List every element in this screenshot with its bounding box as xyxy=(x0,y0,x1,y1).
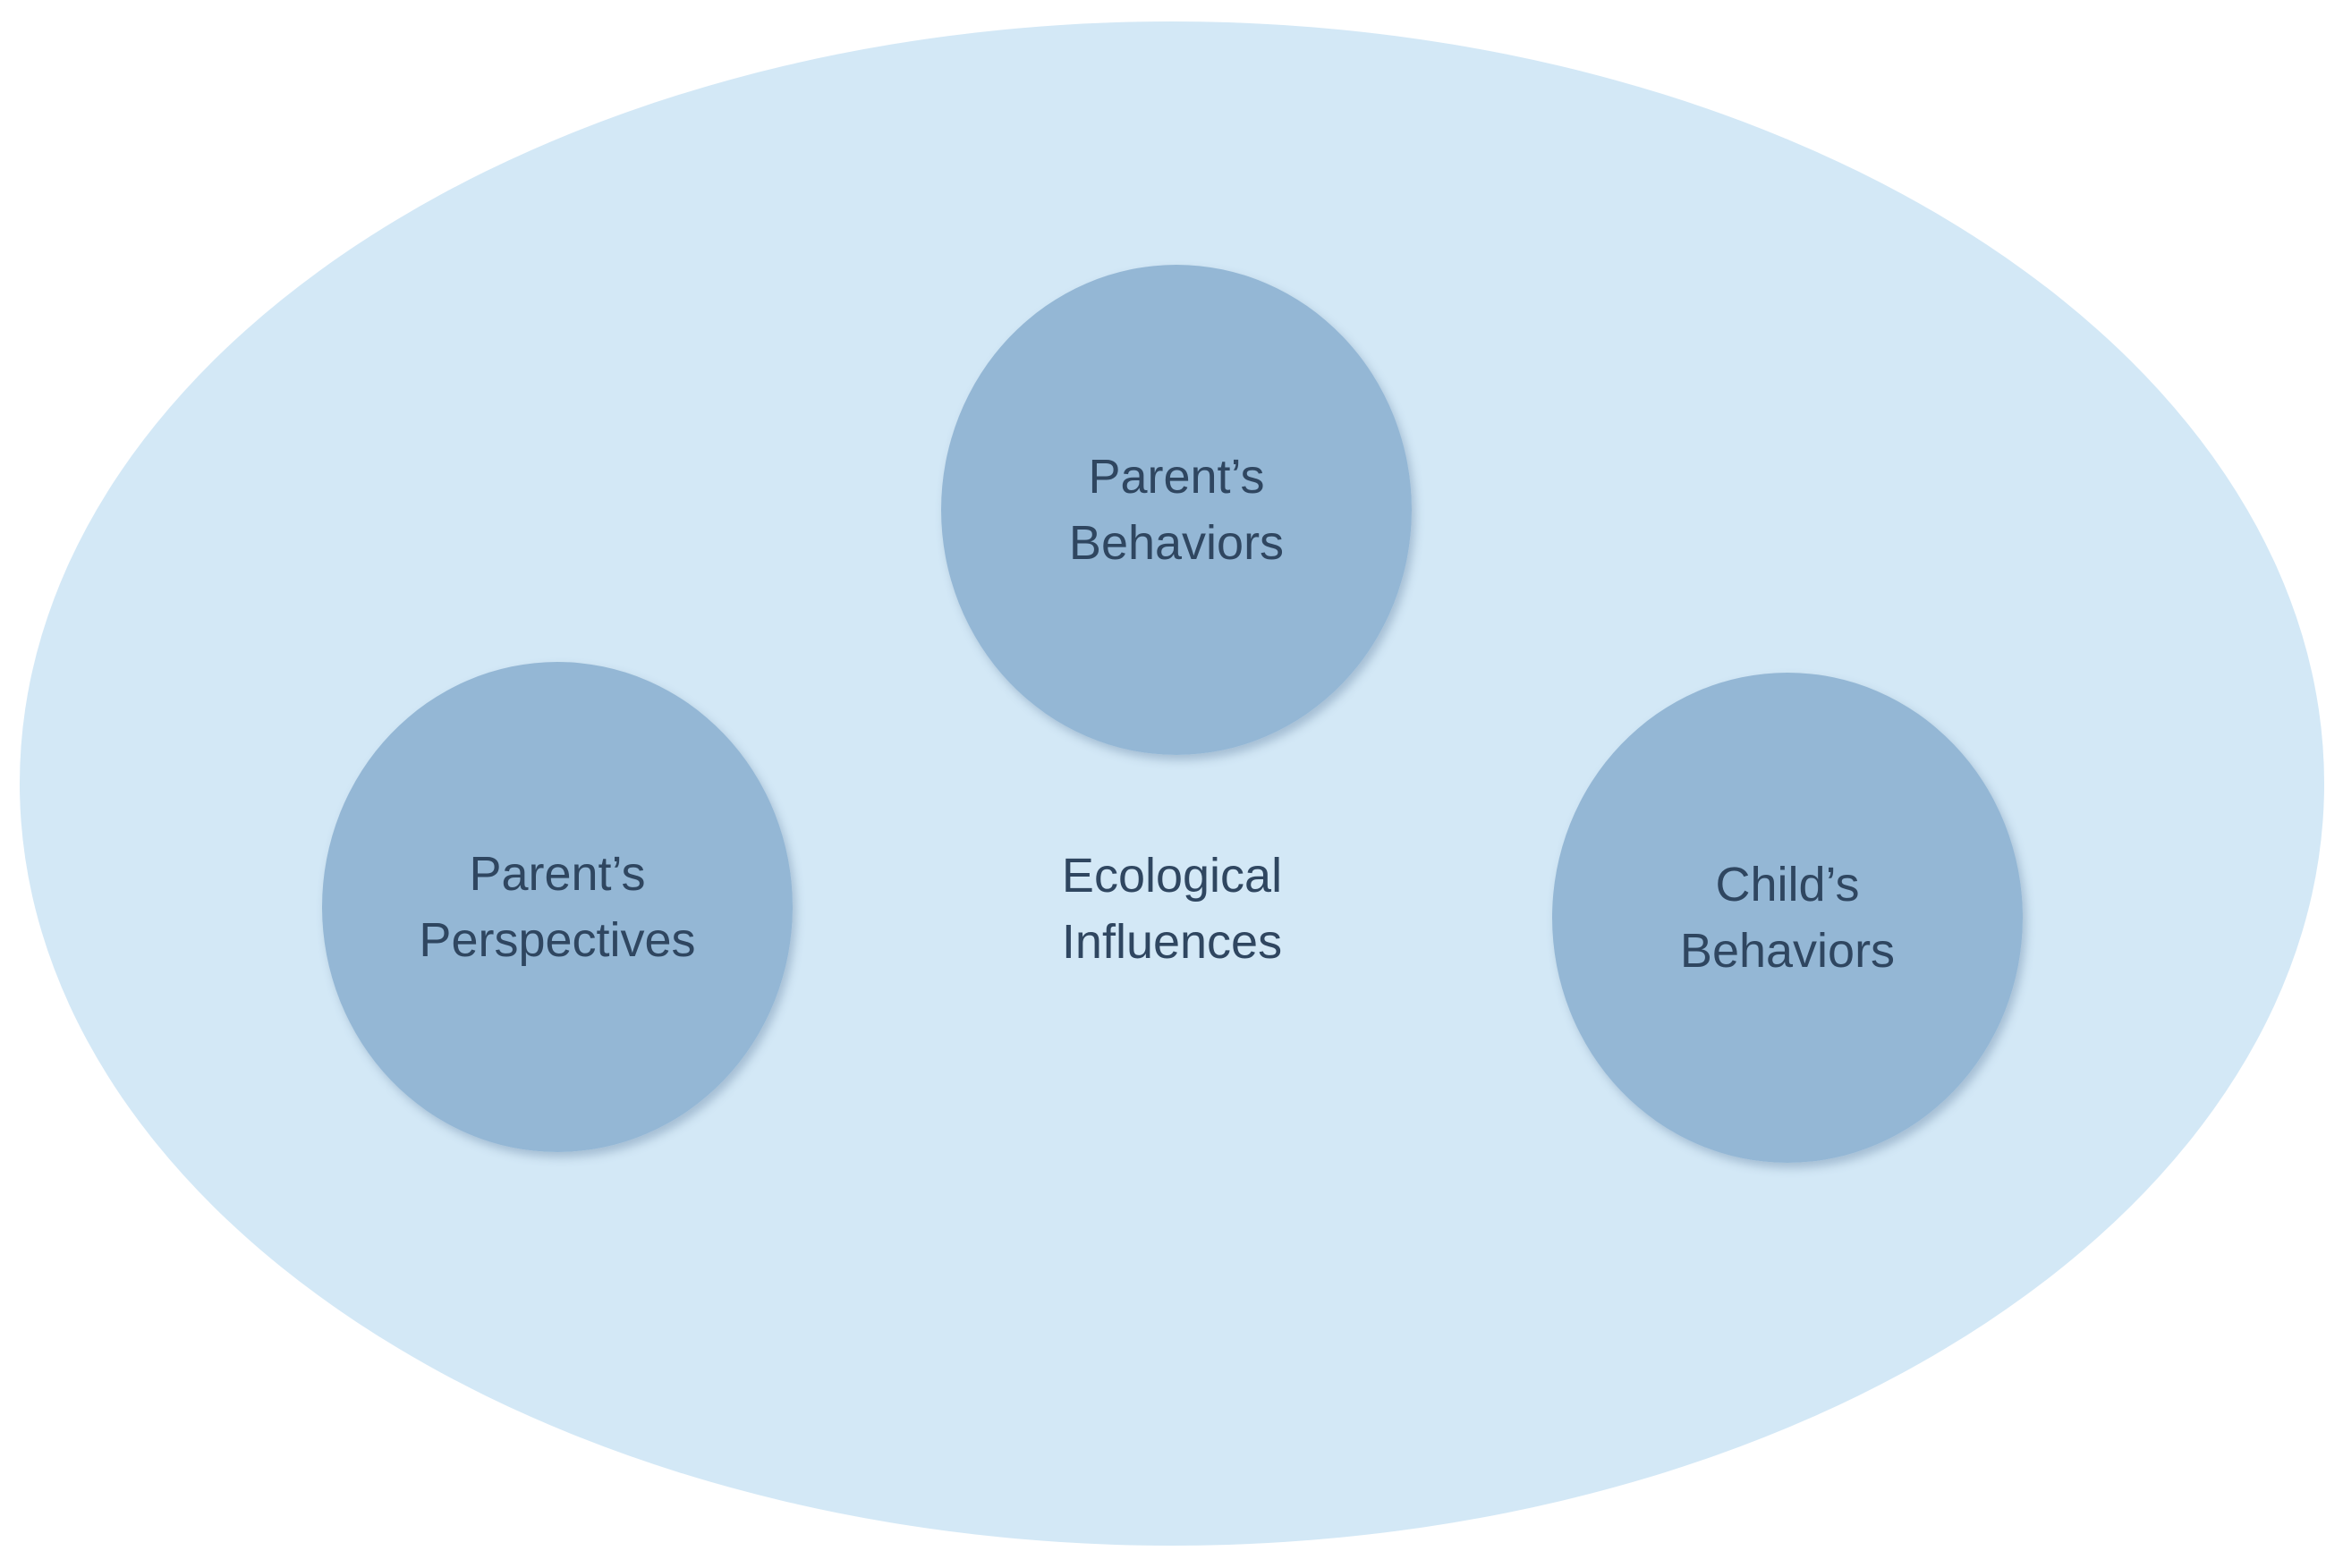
node-label-line-2: Behaviors xyxy=(1068,516,1285,570)
node-label-line-1: Parent’s xyxy=(1088,450,1265,504)
node-label-line-2: Behaviors xyxy=(1679,924,1896,978)
outer-label-line-1: Ecological xyxy=(1061,849,1283,903)
outer-label-line-2: Influences xyxy=(1061,915,1283,969)
node-label-line-2: Perspectives xyxy=(419,913,696,967)
child-behaviors-node: Child’s Behaviors xyxy=(1552,673,2023,1163)
node-label-line-1: Child’s xyxy=(1715,858,1860,911)
parent-behaviors-node: Parent’s Behaviors xyxy=(941,265,1412,755)
ecological-influences-label: Ecological Influences xyxy=(948,843,1396,975)
node-label-line-1: Parent’s xyxy=(469,847,646,901)
parent-perspectives-node: Parent’s Perspectives xyxy=(322,662,793,1152)
